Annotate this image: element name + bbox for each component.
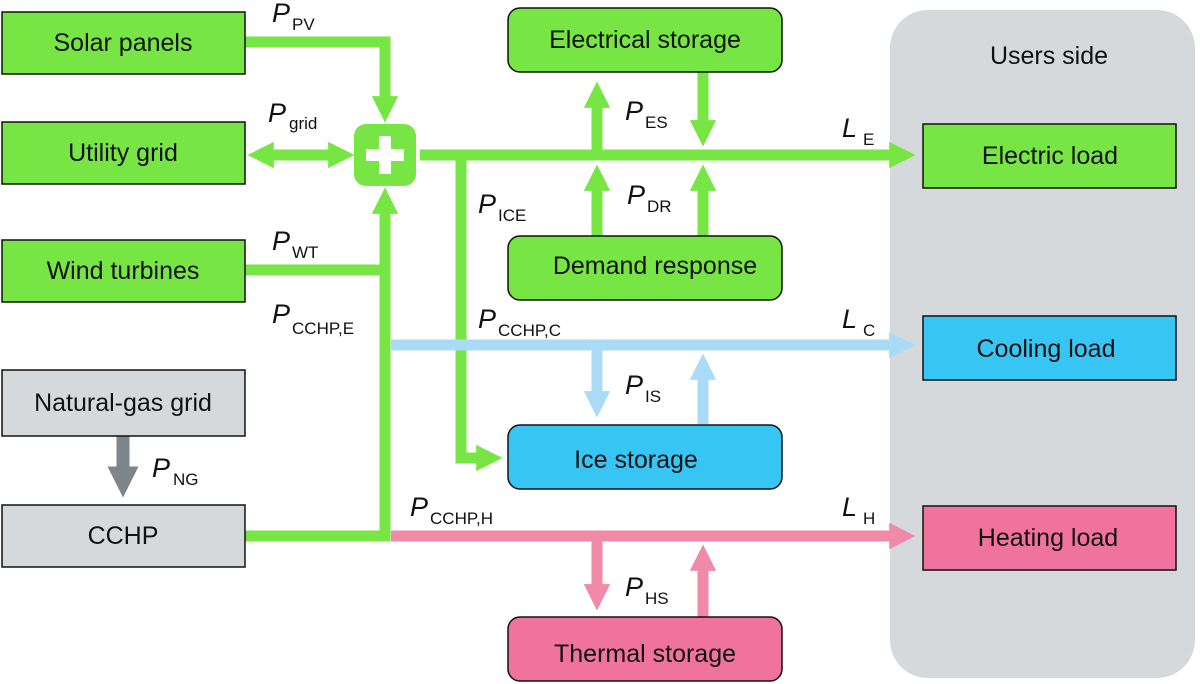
electric-load-label: Electric load: [982, 142, 1118, 170]
junction-plus-icon: [354, 124, 416, 186]
cchp-box: CCHP: [1, 504, 246, 568]
cchp-electric-flow-arrow: [245, 187, 399, 542]
demand-response-box: Demand response: [507, 235, 783, 301]
electric-flows: [245, 36, 916, 542]
wind-turbines-label: Wind turbines: [47, 257, 200, 285]
cooling-flows: [391, 331, 916, 424]
electric-load-box: Electric load: [922, 123, 1177, 189]
wind-turbines-box: Wind turbines: [1, 239, 246, 303]
heating-load-box: Heating load: [922, 505, 1177, 571]
thermal-storage-box: Thermal storage: [507, 616, 783, 682]
ice-flow-arrow: [455, 155, 503, 472]
utility-grid-box: Utility grid: [1, 121, 246, 185]
cchp-label: CCHP: [88, 522, 159, 550]
heating-flows: [391, 522, 916, 617]
electrical-storage-box: Electrical storage: [507, 7, 783, 73]
ice-storage-label: Ice storage: [574, 446, 698, 474]
natural-gas-grid-box: Natural-gas grid: [1, 369, 246, 437]
solar-panels-box: Solar panels: [1, 11, 246, 75]
electrical-storage-label: Electrical storage: [549, 26, 741, 54]
cooling-load-box: Cooling load: [922, 315, 1177, 381]
heating-load-label: Heating load: [978, 524, 1118, 552]
thermal-storage-label: Thermal storage: [554, 640, 736, 668]
users-side-title: Users side: [990, 42, 1108, 70]
utility-grid-label: Utility grid: [68, 139, 178, 167]
cooling-load-label: Cooling load: [977, 335, 1116, 363]
ice-storage-box: Ice storage: [507, 424, 783, 490]
pv-flow-arrow: [245, 36, 399, 123]
demand-response-label: Demand response: [553, 252, 757, 280]
solar-panels-label: Solar panels: [54, 29, 193, 57]
natural-gas-grid-label: Natural-gas grid: [34, 389, 212, 417]
